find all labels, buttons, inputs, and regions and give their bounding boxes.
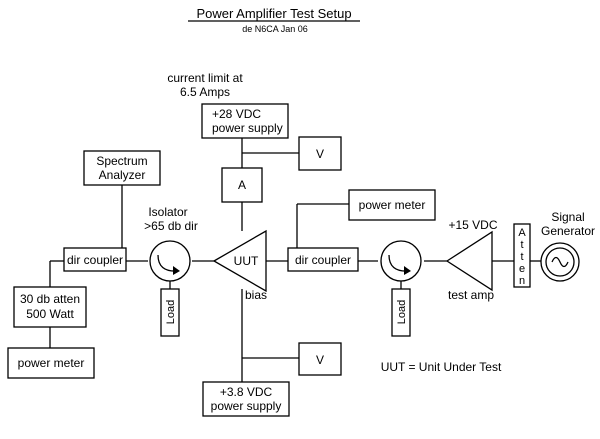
- svg-text:Analyzer: Analyzer: [99, 168, 146, 182]
- sine-wave-icon: [551, 256, 569, 268]
- svg-text:+3.8 VDC: +3.8 VDC: [220, 385, 273, 399]
- attenuator-small: A t t e n: [513, 223, 531, 288]
- svg-text:A: A: [518, 227, 526, 239]
- load-left: Load: [160, 288, 180, 337]
- svg-text:Load: Load: [165, 300, 177, 324]
- test-amp-label: test amp: [448, 288, 494, 302]
- test-amp: [445, 230, 493, 292]
- current-limit-label: current limit at: [167, 71, 243, 85]
- wires: [49, 138, 541, 382]
- spectrum-analyzer: Spectrum Analyzer: [83, 150, 161, 186]
- isolator-directivity: >65 db dir: [144, 219, 198, 233]
- svg-text:UUT: UUT: [234, 254, 259, 268]
- svg-text:e: e: [519, 263, 525, 275]
- dir-coupler-left: dir coupler: [63, 247, 127, 272]
- isolator-arrow-icon: [173, 266, 180, 275]
- ammeter: A: [221, 167, 263, 203]
- isolator-arrow-icon: [404, 266, 411, 275]
- svg-text:power supply: power supply: [212, 121, 283, 135]
- signal-generator: [540, 242, 580, 282]
- svg-text:+28 VDC: +28 VDC: [212, 107, 261, 121]
- plus15-label: +15 VDC: [448, 218, 497, 232]
- diagram-title: Power Amplifier Test Setup: [196, 6, 351, 21]
- svg-text:Load: Load: [396, 300, 408, 324]
- svg-text:t: t: [520, 239, 523, 251]
- voltmeter-top: V: [298, 136, 342, 171]
- signal-generator-label: Signal: [551, 210, 584, 224]
- load-right: Load: [391, 288, 411, 337]
- svg-text:dir coupler: dir coupler: [295, 253, 351, 267]
- supply-3-8vdc: +3.8 VDC power supply: [202, 381, 290, 417]
- power-meter-left: power meter: [7, 347, 95, 379]
- svg-text:500 Watt: 500 Watt: [26, 307, 74, 321]
- svg-text:power meter: power meter: [359, 198, 426, 212]
- svg-text:V: V: [316, 353, 324, 367]
- svg-text:power meter: power meter: [18, 356, 85, 370]
- svg-text:power supply: power supply: [211, 399, 282, 413]
- svg-text:dir coupler: dir coupler: [67, 253, 123, 267]
- svg-text:30 db atten: 30 db atten: [20, 292, 80, 306]
- isolator-right: [380, 240, 422, 282]
- svg-text:n: n: [519, 275, 525, 287]
- svg-text:A: A: [238, 178, 246, 192]
- power-meter-right: power meter: [348, 189, 436, 221]
- signal-generator-label-2: Generator: [541, 224, 595, 238]
- isolator-label: Isolator: [148, 205, 187, 219]
- supply-28vdc: +28 VDC power supply: [201, 103, 289, 139]
- uut-legend: UUT = Unit Under Test: [381, 360, 502, 374]
- svg-text:V: V: [316, 147, 324, 161]
- uut-amplifier: UUT: [212, 229, 267, 293]
- atten-30db: 30 db atten 500 Watt: [13, 286, 87, 328]
- bias-label: bias: [245, 288, 267, 302]
- svg-text:Spectrum: Spectrum: [96, 154, 147, 168]
- diagram-subtitle: de N6CA Jan 06: [242, 24, 308, 34]
- current-limit-value: 6.5 Amps: [180, 85, 230, 99]
- svg-text:t: t: [520, 251, 523, 263]
- voltmeter-bottom: V: [298, 342, 342, 376]
- dir-coupler-right: dir coupler: [287, 247, 359, 272]
- isolator-left: [149, 240, 191, 282]
